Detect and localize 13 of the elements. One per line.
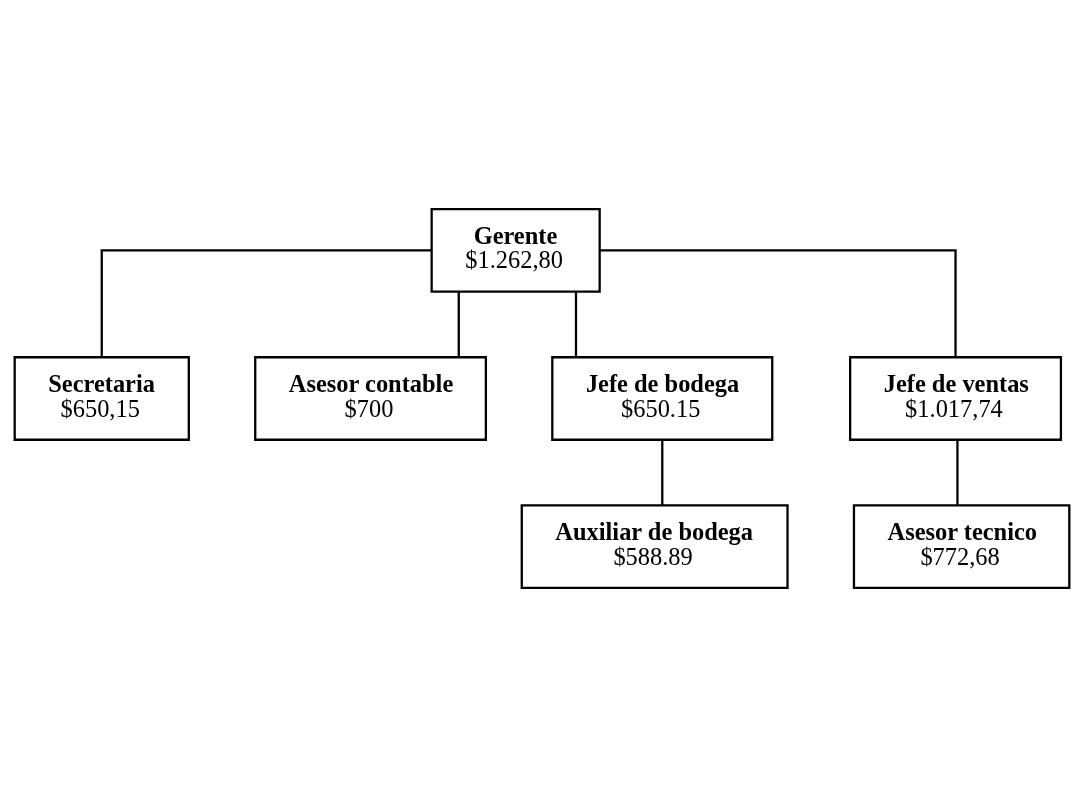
connector [574, 291, 578, 357]
node-box: Auxiliar de bodega $588.89 [520, 503, 789, 589]
node-box: Asesor tecnico $772,68 [852, 503, 1071, 589]
connector [661, 439, 664, 505]
connector [599, 248, 957, 357]
connector [100, 248, 432, 357]
node-box: Jefe de bodega $650.15 [551, 355, 774, 441]
node-box: Gerente $1.262,80 [430, 207, 601, 293]
node-box: Jefe de ventas $1.017,74 [849, 355, 1063, 441]
node-box: Asesor contable $700 [254, 355, 487, 441]
node-box: Secretaria $650,15 [13, 355, 190, 441]
connector [956, 439, 959, 505]
connector [457, 291, 460, 357]
